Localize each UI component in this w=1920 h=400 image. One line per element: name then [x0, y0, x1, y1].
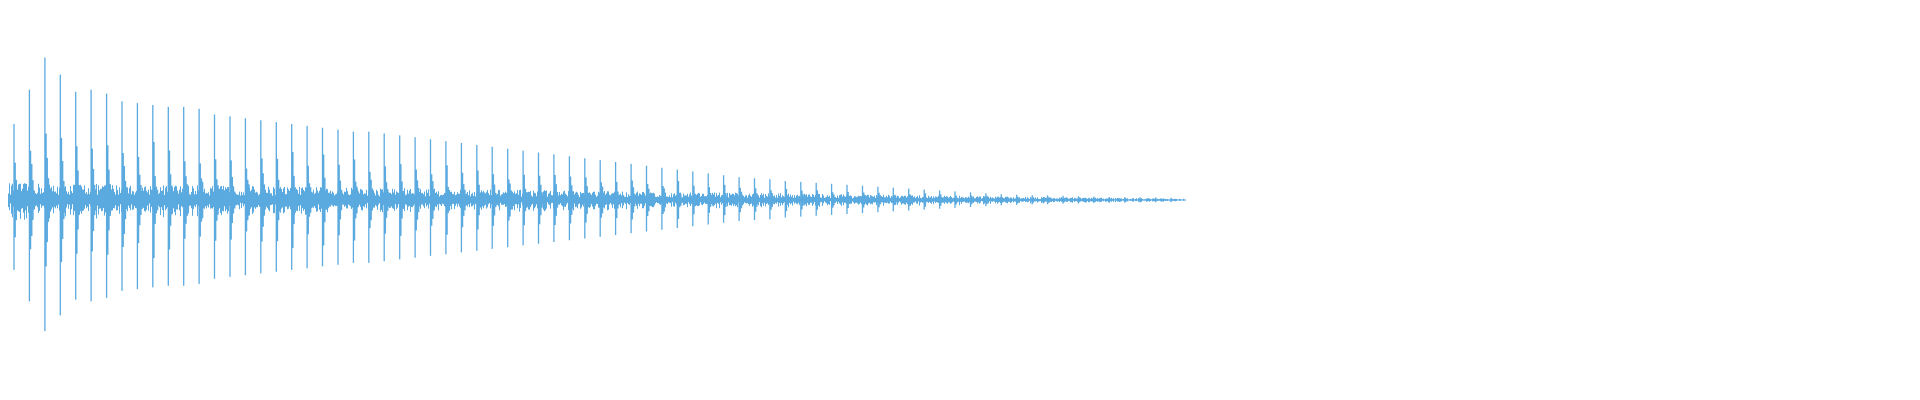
- waveform-pulse: [476, 144, 485, 251]
- waveform-pulse: [491, 146, 501, 249]
- waveform-pulse: [13, 124, 22, 270]
- waveform-pulse: [753, 178, 763, 221]
- waveform-pulse: [1031, 195, 1041, 205]
- waveform-pulse: [676, 169, 686, 228]
- waveform-pulse: [167, 106, 177, 286]
- waveform-pulse: [352, 131, 362, 263]
- waveform-pulse: [75, 91, 84, 300]
- waveform-pulse: [1170, 197, 1179, 203]
- waveform-pulse: [553, 154, 562, 242]
- waveform-pulse: [183, 106, 192, 286]
- waveform-pulse: [321, 127, 331, 267]
- waveform-pulse: [537, 152, 547, 244]
- waveform-pulse: [522, 150, 531, 246]
- waveform-pulse: [1016, 194, 1025, 205]
- waveform-pulse: [784, 181, 794, 218]
- waveform-pulse: [1108, 197, 1118, 203]
- waveform-pulse: [337, 129, 346, 265]
- waveform-pulse: [244, 118, 254, 276]
- waveform-pulse: [136, 103, 146, 290]
- waveform-pulse: [800, 181, 809, 217]
- waveform-pulse: [938, 190, 948, 209]
- waveform-pulse: [861, 185, 871, 214]
- waveform-pulse: [599, 160, 609, 237]
- waveform-pulse: [368, 131, 377, 263]
- waveform-pulse: [722, 175, 732, 223]
- waveform-pulse: [1062, 195, 1071, 204]
- waveform-pulse: [738, 177, 747, 221]
- waveform-pulse: [969, 192, 979, 207]
- waveform-pulse: [44, 57, 53, 332]
- waveform-pulse: [28, 89, 38, 302]
- waveform-pulse: [692, 171, 701, 227]
- waveform-pulse: [414, 137, 423, 258]
- waveform-pulse: [121, 101, 130, 291]
- waveform-pulse: [645, 165, 655, 232]
- waveform-pulse: [229, 116, 238, 277]
- waveform-pulse: [152, 105, 161, 288]
- waveform-pulse: [661, 167, 670, 230]
- waveform-pulse: [1093, 196, 1102, 204]
- waveform-pulse: [769, 179, 778, 220]
- waveform-pulse: [105, 93, 115, 298]
- waveform-pulse: [445, 141, 454, 255]
- waveform-pulse: [460, 143, 470, 253]
- waveform-pulse: [306, 125, 315, 269]
- waveform-pulse: [198, 108, 207, 284]
- waveform-pulse: [1154, 197, 1164, 203]
- waveform-pulse: [291, 124, 300, 270]
- waveform-pulse: [429, 139, 439, 256]
- waveform-pulse: [1077, 196, 1087, 204]
- waveform-pulse: [954, 191, 963, 208]
- waveform-pulse: [614, 162, 624, 235]
- waveform-pulse: [213, 114, 223, 279]
- waveform-pulse: [1000, 194, 1010, 206]
- waveform-pulse: [59, 74, 69, 316]
- waveform-pulse: [584, 158, 593, 239]
- waveform-pulse: [923, 189, 933, 210]
- waveform-pulse: [908, 188, 917, 211]
- waveform-pulse: [90, 89, 99, 302]
- waveform-pulse: [1124, 197, 1133, 203]
- waveform-pulse: [1139, 197, 1148, 203]
- waveform-pulse: [1046, 195, 1056, 205]
- waveform-pulse: [830, 183, 840, 215]
- waveform-pulse: [707, 173, 717, 225]
- waveform-pulse: [985, 193, 994, 207]
- waveform-pulse: [275, 122, 285, 272]
- waveform-pulse: [815, 182, 825, 216]
- waveform-pulse: [846, 184, 855, 214]
- waveform-pulse: [507, 148, 516, 248]
- waveform-pulse: [892, 187, 902, 212]
- waveform-pulse: [399, 135, 408, 260]
- waveform-pulse: [568, 156, 578, 241]
- waveform-pulse: [630, 163, 639, 234]
- waveform-pulse: [383, 133, 393, 262]
- waveform-pulse: [260, 120, 269, 274]
- waveform-pulse: [877, 186, 886, 213]
